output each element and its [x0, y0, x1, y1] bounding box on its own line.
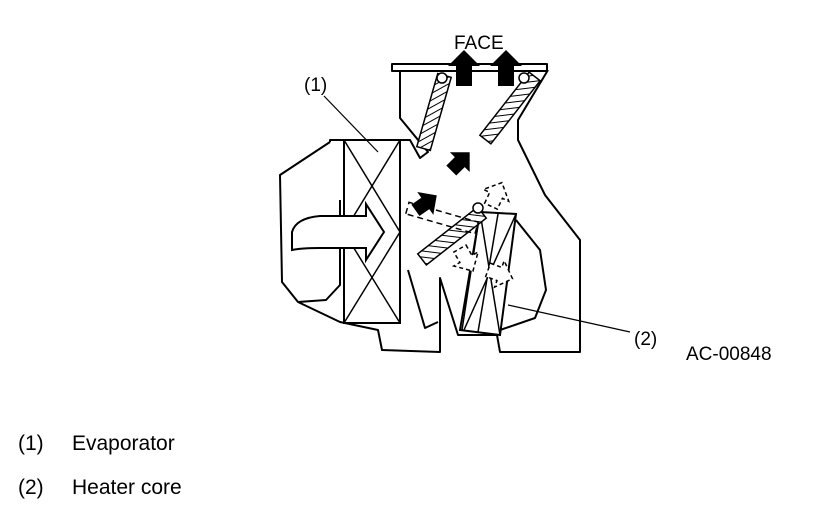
inlet-airflow-arrow — [291, 200, 386, 264]
face-label: FACE — [454, 33, 504, 54]
airflow-arrows-solid — [411, 152, 470, 217]
airflow-arrows-dashed — [451, 181, 514, 289]
callout-2-label: (2) — [634, 329, 657, 350]
legend-number: (2) — [18, 476, 44, 499]
dampers — [404, 71, 542, 266]
legend-number: (1) — [18, 432, 44, 455]
legend-text: Heater core — [72, 476, 182, 499]
figure-code: AC-00848 — [686, 344, 772, 365]
face-outlet-arrows — [448, 50, 522, 86]
leader-lines — [323, 95, 631, 333]
callout-1-label: (1) — [304, 75, 327, 96]
hvac-airflow-diagram: FACE (1) (2) AC-00848 — [279, 33, 772, 365]
legend-text: Evaporator — [72, 432, 175, 455]
legend-item: (2) Heater core — [18, 476, 182, 500]
legend-item: (1) Evaporator — [18, 432, 175, 456]
